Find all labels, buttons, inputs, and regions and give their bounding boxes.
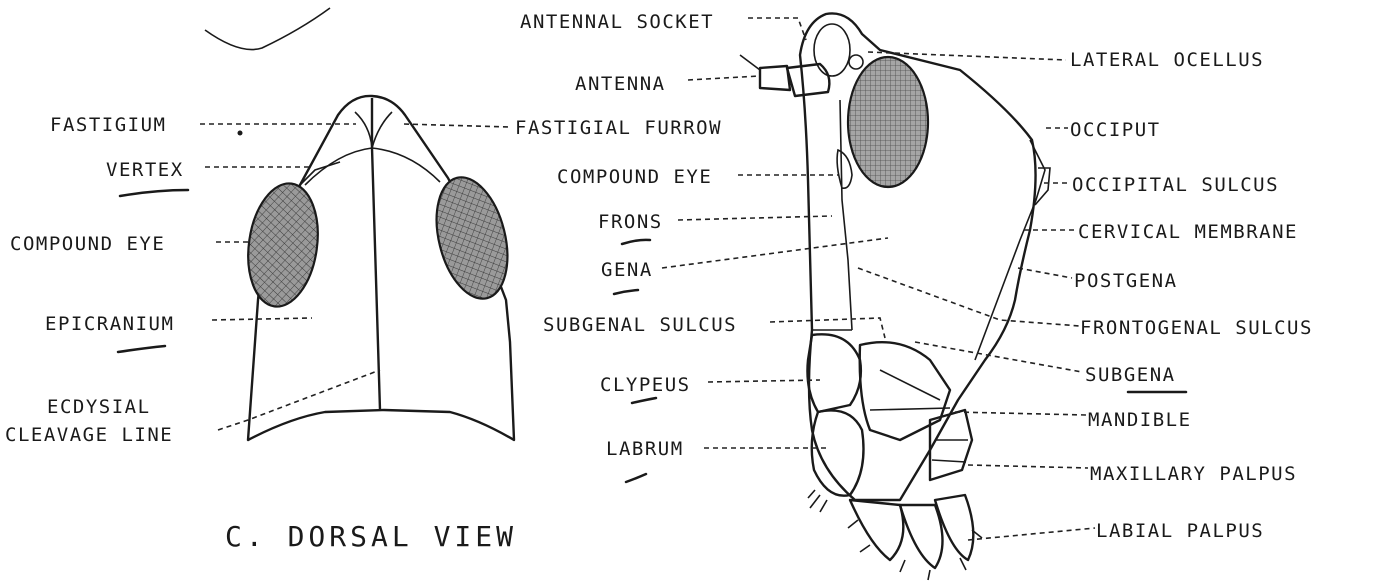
label-occiput: OCCIPUT bbox=[1070, 119, 1161, 141]
label-antennal-socket: ANTENNAL SOCKET bbox=[520, 11, 714, 33]
label-labial-palpus: LABIAL PALPUS bbox=[1096, 520, 1264, 542]
maxillary-palpus bbox=[930, 410, 972, 480]
mandible-detail bbox=[870, 370, 950, 410]
antennal-socket bbox=[814, 24, 850, 76]
labial-palpus-2 bbox=[900, 505, 943, 568]
antenna-pedicel bbox=[760, 66, 790, 90]
epicranium-underline bbox=[118, 346, 165, 352]
dorsal-left-compound-eye bbox=[241, 179, 326, 311]
label-antenna: ANTENNA bbox=[575, 73, 666, 95]
gena-underline bbox=[614, 290, 638, 294]
antenna-flagellum bbox=[740, 55, 760, 70]
label-lateral-compound-eye: COMPOUND EYE bbox=[557, 166, 712, 188]
figure-caption: C. DORSAL VIEW bbox=[225, 520, 517, 553]
label-frontogenal-sulcus: FRONTOGENAL SULCUS bbox=[1080, 317, 1313, 339]
lateral-compound-eye bbox=[848, 57, 928, 187]
clypeus-underline bbox=[632, 398, 656, 403]
labial-palpus-1 bbox=[850, 500, 903, 560]
label-cervical-membrane: CERVICAL MEMBRANE bbox=[1078, 221, 1298, 243]
fastigium-ridge bbox=[355, 112, 392, 148]
label-ecdysial: ECDYSIAL bbox=[47, 396, 151, 418]
label-gena: GENA bbox=[601, 259, 653, 281]
dorsal-view-figure bbox=[241, 96, 519, 440]
label-postgena: POSTGENA bbox=[1074, 270, 1178, 292]
vertex-underline bbox=[120, 190, 188, 196]
label-mandible: MANDIBLE bbox=[1088, 409, 1192, 431]
mandible bbox=[860, 342, 950, 440]
label-maxillary-palpus: MAXILLARY PALPUS bbox=[1090, 463, 1297, 485]
ink-dot bbox=[238, 131, 243, 136]
label-fastigium: FASTIGIUM bbox=[50, 114, 166, 136]
label-occipital-sulcus: OCCIPITAL SULCUS bbox=[1072, 174, 1279, 196]
label-subgena: SUBGENA bbox=[1085, 364, 1176, 386]
frons-underline bbox=[622, 240, 650, 244]
label-subgenal-sulcus: SUBGENAL SULCUS bbox=[543, 314, 737, 336]
clypeus bbox=[807, 334, 860, 412]
eye-notch bbox=[837, 150, 852, 188]
antenna-scape bbox=[787, 64, 829, 96]
label-epicranium: EPICRANIUM bbox=[45, 313, 174, 335]
lateral-ocellus bbox=[849, 55, 863, 69]
label-dorsal-compound-eye: COMPOUND EYE bbox=[10, 233, 165, 255]
label-clypeus: CLYPEUS bbox=[600, 374, 691, 396]
cervical-membrane-edge bbox=[1035, 168, 1050, 205]
label-cleavage-line: CLEAVAGE LINE bbox=[5, 424, 173, 446]
stray-pen-mark bbox=[205, 8, 330, 50]
dorsal-right-compound-eye bbox=[425, 170, 519, 306]
palpus-segments bbox=[932, 440, 968, 462]
label-labrum: LABRUM bbox=[606, 438, 684, 460]
labrum-underline bbox=[626, 474, 646, 482]
label-fastigial-furrow: FASTIGIAL FURROW bbox=[515, 117, 722, 139]
lateral-view-figure bbox=[740, 13, 1050, 580]
label-frons: FRONS bbox=[598, 211, 663, 233]
label-vertex: VERTEX bbox=[106, 159, 184, 181]
label-lateral-ocellus: LATERAL OCELLUS bbox=[1070, 49, 1264, 71]
